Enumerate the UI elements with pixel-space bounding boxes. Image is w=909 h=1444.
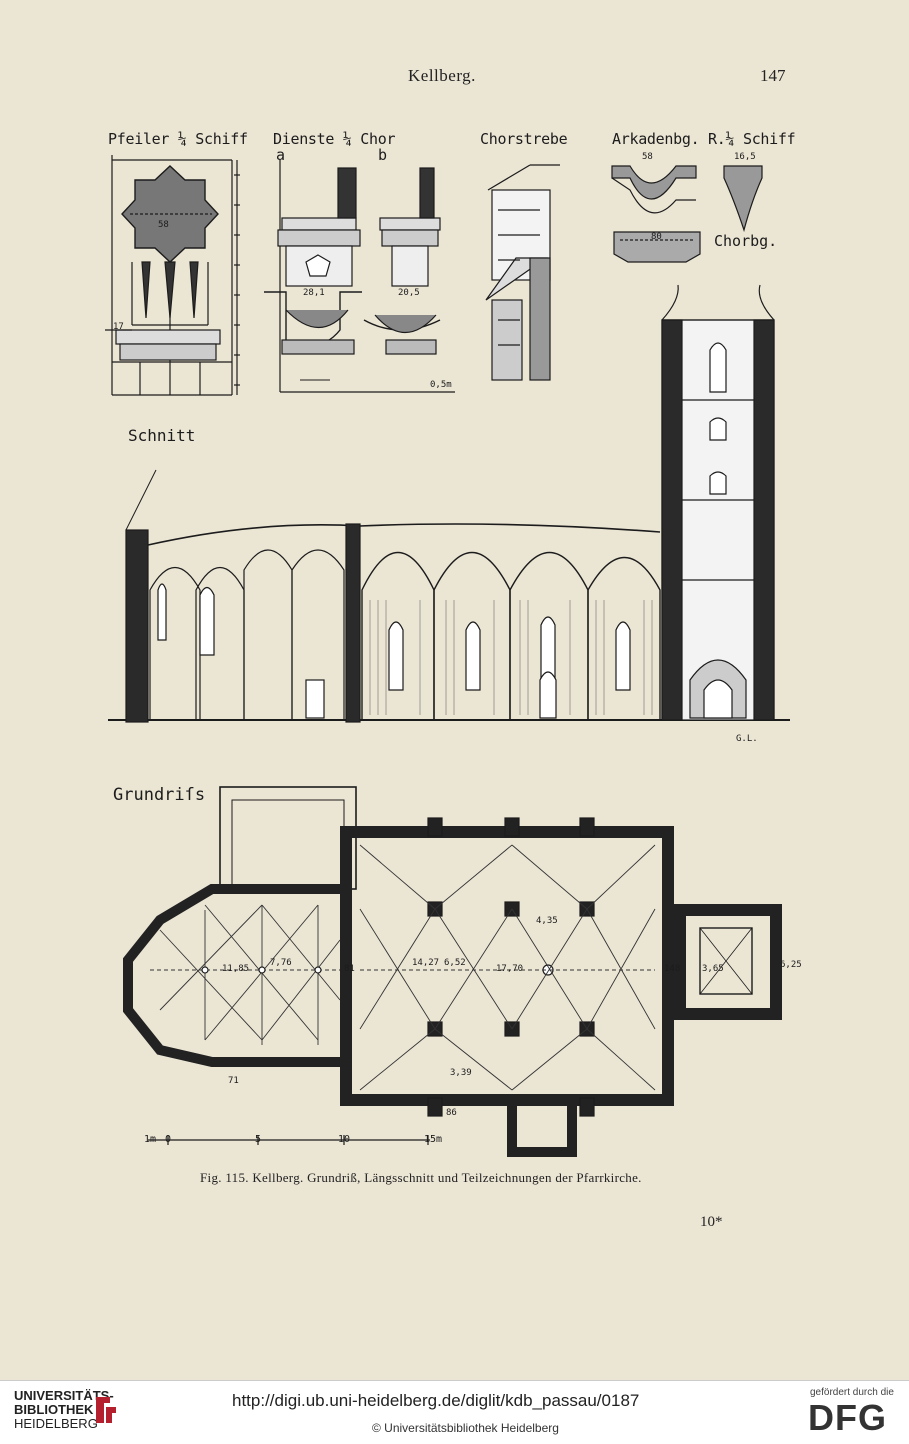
library-logo-text: UNIVERSITÄTS- BIBLIOTHEK HEIDELBERG [14, 1389, 114, 1431]
label-pfeiler: Pfeiler ¼ Schiff [108, 130, 248, 148]
plan-scale-1: 1m [144, 1134, 157, 1145]
dim-pfeiler-17: 17 [113, 322, 124, 332]
plan-scale-15: 15m [424, 1134, 443, 1145]
document-page: Kellberg. 147 Pfeiler ¼ Schiff Dienste ¼… [105, 66, 802, 1230]
dim-plan-625: 6,25 [780, 960, 802, 970]
pfeiler-ruler [234, 160, 240, 395]
arkaden-drawing [611, 165, 763, 263]
dim-plan-86: 86 [446, 1108, 457, 1118]
dim-pfeiler-58: 58 [158, 220, 169, 230]
label-schnitt: Schnitt [128, 426, 196, 445]
label-initials: G.L. [736, 734, 758, 744]
plan-scale-10: 10 [338, 1134, 351, 1145]
dfg-logo: DFG [808, 1397, 887, 1438]
dim-plan-365: 3,65 [702, 964, 724, 974]
dienste-drawing [264, 160, 455, 393]
dim-dienste-28: 28,1 [303, 288, 325, 298]
dim-scale-small: 0,5m [430, 380, 452, 390]
label-dienste: Dienste ¼ Chor [273, 130, 396, 148]
copyright-notice: © Universitätsbibliothek Heidelberg [372, 1421, 559, 1435]
footer-bar: UNIVERSITÄTS- BIBLIOTHEK HEIDELBERG http… [0, 1380, 909, 1444]
label-chorstrebe: Chorstrebe [480, 130, 568, 148]
architectural-drawings [105, 155, 790, 1157]
library-line-2: BIBLIOTHEK [14, 1402, 94, 1417]
pfeiler-drawing [105, 155, 233, 396]
label-grundriss: Grundriſs [113, 785, 206, 805]
label-arkaden: Arkadenbg. R.¼ Schiff [612, 130, 796, 148]
source-url-link[interactable]: http://digi.ub.uni-heidelberg.de/diglit/… [232, 1391, 640, 1410]
library-line-1: UNIVERSITÄTS- [14, 1388, 114, 1403]
chorstrebe-drawing [485, 164, 560, 381]
dim-plan-1185: 11,85 [222, 964, 250, 974]
library-line-3: HEIDELBERG [14, 1416, 98, 1431]
plan-scale-5: 5 [255, 1134, 262, 1145]
section-drawing [108, 284, 790, 723]
dim-plan-81: 81 [344, 964, 355, 974]
dim-plan-435: 4,35 [536, 916, 558, 926]
dim-plan-1427: 14,27 [412, 958, 440, 968]
funded-by-label: gefördert durch die [810, 1387, 894, 1398]
dim-arkaden-165: 16,5 [734, 152, 756, 162]
label-dienste-a: a [276, 146, 286, 164]
dim-plan-148: 148 [664, 964, 681, 974]
label-chorbg: Chorbg. [714, 232, 778, 250]
plan-scale-0: 0 [165, 1134, 172, 1145]
running-header-title: Kellberg. [408, 66, 476, 85]
dim-plan-71: 71 [228, 1076, 239, 1086]
dim-dienste-20: 20,5 [398, 288, 420, 298]
dim-plan-1770: 17,70 [496, 964, 524, 974]
dim-arkaden-58: 58 [642, 152, 653, 162]
dim-plan-776: 7,76 [270, 958, 292, 968]
figure-caption: Fig. 115. Kellberg. Grundriß, Längsschni… [200, 1170, 642, 1185]
floor-plan-drawing [123, 786, 782, 1157]
label-dienste-b: b [378, 146, 388, 164]
dim-plan-652: 6,52 [444, 958, 466, 968]
signature-mark: 10* [700, 1214, 723, 1230]
page-number: 147 [760, 66, 786, 85]
dim-plan-339: 3,39 [450, 1068, 472, 1078]
dim-arkaden-80: 80 [651, 232, 662, 242]
library-logo-icon [96, 1397, 116, 1423]
